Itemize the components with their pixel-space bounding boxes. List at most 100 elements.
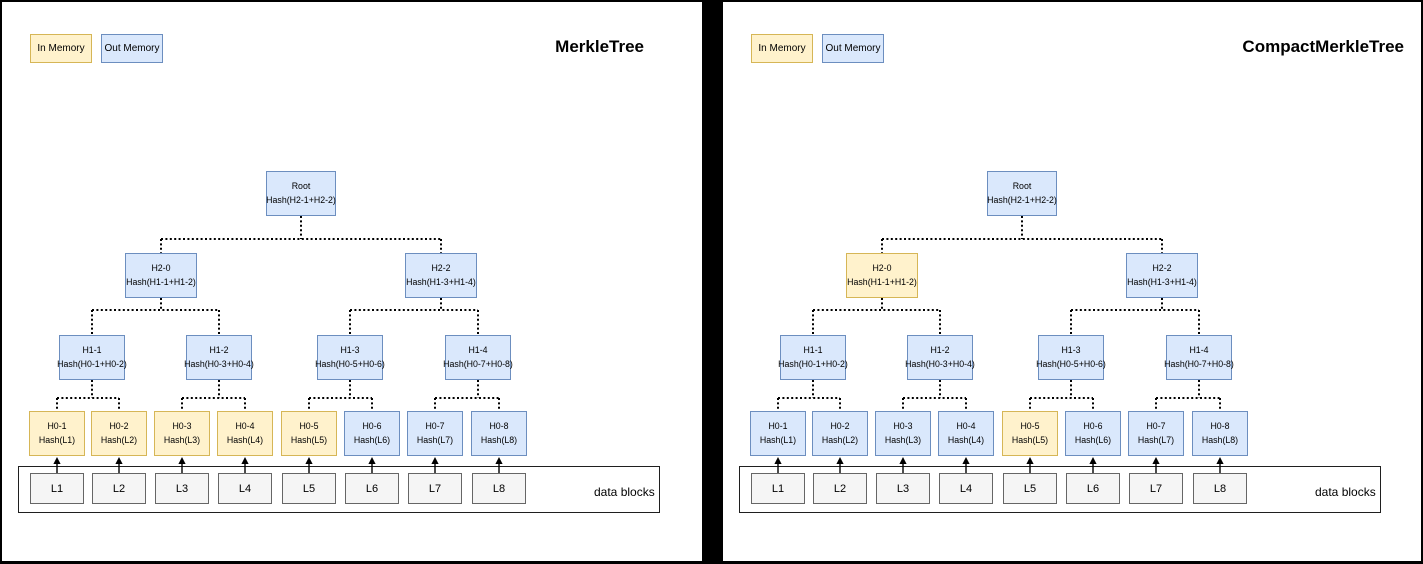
- node-name-label: H2-0: [872, 263, 892, 274]
- legend-in-memory-box: In Memory: [30, 34, 92, 63]
- node-hash-label: Hash(L6): [1074, 435, 1112, 445]
- dotted-tree-edge: [1155, 380, 1221, 411]
- legend: In Memory Out Memory: [30, 34, 163, 63]
- node-hash-label: Hash(H0-3+H0-4): [905, 359, 975, 369]
- node-hash-label: Hash(L1): [38, 435, 76, 445]
- node-hash-label: Hash(L3): [884, 435, 922, 445]
- node-name-label: Root: [1012, 181, 1032, 192]
- node-name-label: H0-6: [1083, 421, 1103, 432]
- panel-title-compactmerkletree: CompactMerkleTree: [1242, 37, 1404, 56]
- data-block-l8: L8: [1193, 473, 1247, 504]
- node-name-label: H0-8: [489, 421, 509, 432]
- node-name-label: H0-6: [362, 421, 382, 432]
- dotted-tree-edge: [1070, 298, 1200, 335]
- node-name-label: H0-3: [893, 421, 913, 432]
- dotted-tree-edge: [349, 298, 479, 335]
- leaf-hash-arrow: [241, 457, 249, 473]
- node-hash-label: Hash(H0-7+H0-8): [443, 359, 513, 369]
- data-blocks-label: data blocks: [1315, 485, 1376, 499]
- node-name-label: H1-4: [468, 345, 488, 356]
- node-name-label: H0-4: [956, 421, 976, 432]
- node-name-label: H0-2: [109, 421, 129, 432]
- data-block-l5: L5: [282, 473, 336, 504]
- node-hash-label: Hash(L2): [100, 435, 138, 445]
- dotted-tree-edge: [1029, 380, 1094, 411]
- node-name-label: H0-4: [235, 421, 255, 432]
- dotted-tree-edge: [881, 216, 1163, 253]
- node-hash-label: Hash(L5): [290, 435, 328, 445]
- leaf-hash-arrow: [1026, 457, 1034, 473]
- data-block-l2: L2: [813, 473, 867, 504]
- legend-out-memory-label: Out Memory: [104, 43, 160, 54]
- node-hash-label: Hash(H0-5+H0-6): [315, 359, 385, 369]
- leaf-hash-arrow: [115, 457, 123, 473]
- leaf-hash-arrow: [178, 457, 186, 473]
- dotted-tree-edge: [777, 380, 841, 411]
- data-block-l3: L3: [876, 473, 930, 504]
- dotted-tree-edge: [181, 380, 246, 411]
- data-block-l6: L6: [1066, 473, 1120, 504]
- legend-out-memory-box: Out Memory: [822, 34, 884, 63]
- dotted-tree-edge: [308, 380, 373, 411]
- data-block-l4: L4: [939, 473, 993, 504]
- node-name-label: H0-1: [768, 421, 788, 432]
- legend-out-memory-label: Out Memory: [825, 43, 881, 54]
- node-hash-label: Hash(H2-1+H2-2): [266, 195, 336, 205]
- node-hash-label: Hash(L3): [163, 435, 201, 445]
- node-name-label: H0-5: [1020, 421, 1040, 432]
- node-hash-label: Hash(H0-1+H0-2): [57, 359, 127, 369]
- node-name-label: H1-2: [209, 345, 229, 356]
- tree-connectors: [774, 216, 1224, 473]
- dotted-tree-edge: [91, 298, 220, 335]
- leaf-hash-arrow: [495, 457, 503, 473]
- legend-in-memory-label: In Memory: [758, 43, 806, 54]
- node-hash-label: Hash(H1-1+H1-2): [126, 277, 196, 287]
- leaf-hash-arrow: [368, 457, 376, 473]
- data-blocks-label: data blocks: [594, 485, 655, 499]
- panel-merkletree: In Memory Out Memory MerkleTree data blo…: [2, 2, 702, 561]
- data-block-l1: L1: [751, 473, 805, 504]
- data-block-l5: L5: [1003, 473, 1057, 504]
- node-hash-label: Hash(L4): [226, 435, 264, 445]
- node-hash-label: Hash(L7): [1137, 435, 1175, 445]
- node-hash-label: Hash(L7): [416, 435, 454, 445]
- data-block-l2: L2: [92, 473, 146, 504]
- node-hash-label: Hash(L4): [947, 435, 985, 445]
- panel-title-merkletree: MerkleTree: [555, 37, 644, 56]
- node-hash-label: Hash(H0-7+H0-8): [1164, 359, 1234, 369]
- node-name-label: H1-3: [1061, 345, 1081, 356]
- node-name-label: Root: [291, 181, 311, 192]
- legend-out-memory-box: Out Memory: [101, 34, 163, 63]
- node-name-label: H0-7: [425, 421, 445, 432]
- node-hash-label: Hash(L2): [821, 435, 859, 445]
- leaf-hash-arrow: [962, 457, 970, 473]
- node-hash-label: Hash(H0-1+H0-2): [778, 359, 848, 369]
- panel-compactmerkletree: In Memory Out Memory CompactMerkleTree d…: [723, 2, 1421, 561]
- leaf-hash-arrow: [836, 457, 844, 473]
- legend-in-memory-label: In Memory: [37, 43, 85, 54]
- node-hash-label: Hash(L8): [480, 435, 518, 445]
- legend: In Memory Out Memory: [751, 34, 884, 63]
